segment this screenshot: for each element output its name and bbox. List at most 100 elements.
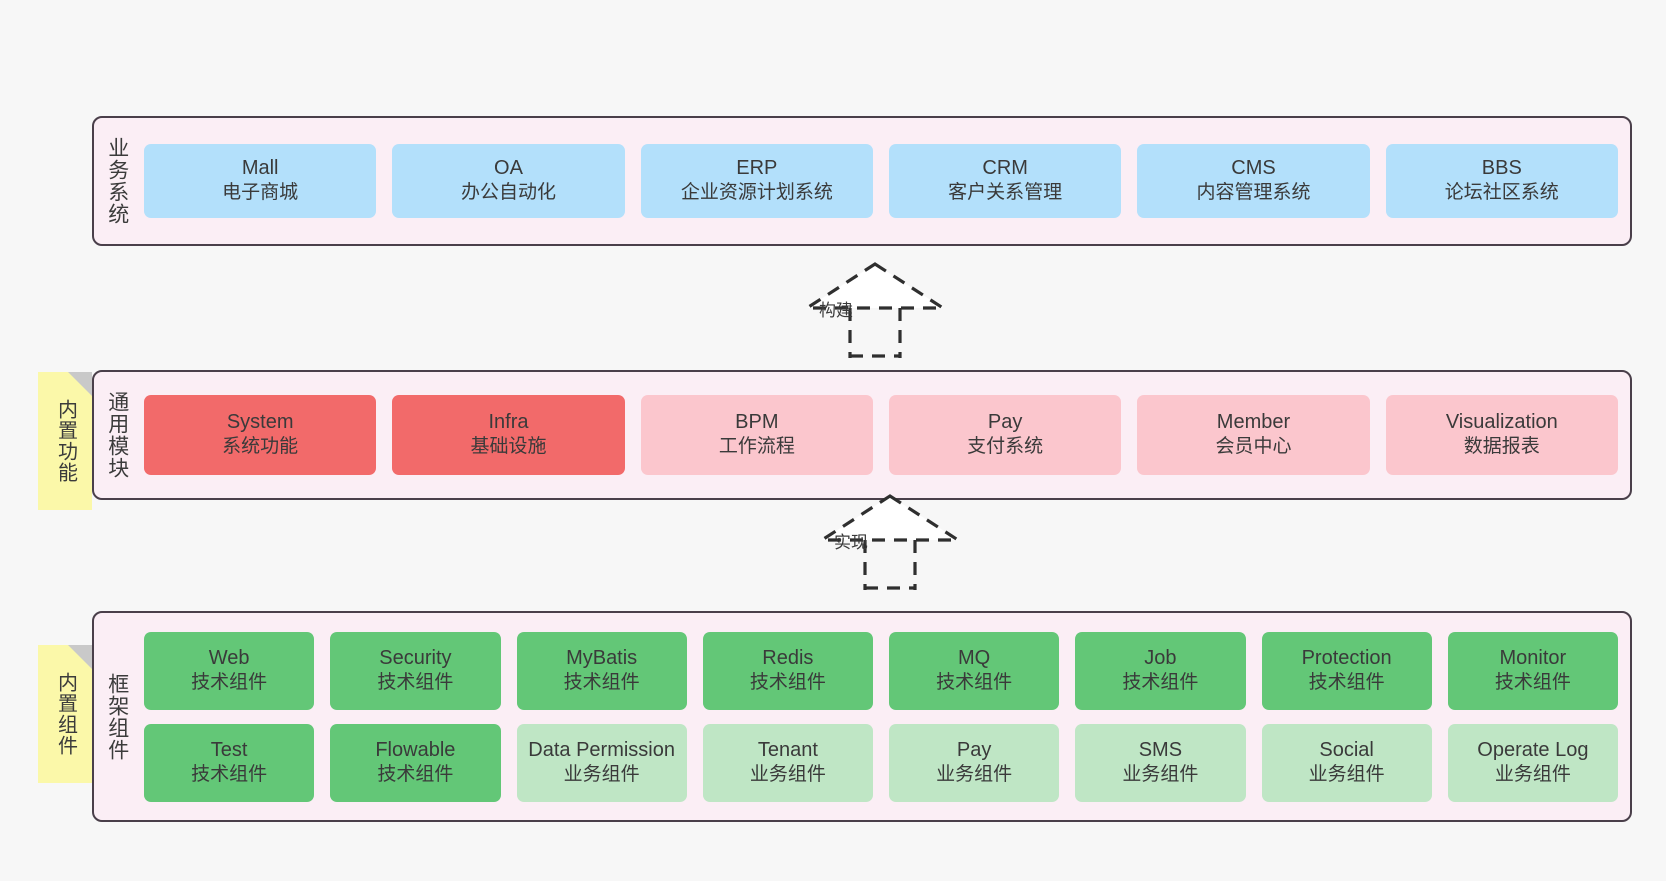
node-label-cn: 技术组件 bbox=[1122, 671, 1199, 693]
node-label-en: Operate Log bbox=[1477, 738, 1589, 761]
node-system[interactable]: System 系统功能 bbox=[144, 395, 377, 475]
node-label-cn: 数据报表 bbox=[1463, 436, 1540, 458]
node-label-en: Pay bbox=[956, 738, 992, 761]
sticky-note-label: 内置功能 bbox=[54, 399, 77, 483]
node-label-en: MyBatis bbox=[566, 646, 638, 669]
node-web[interactable]: Web 技术组件 bbox=[144, 631, 315, 710]
layer-body-framework: Web 技术组件 Security 技术组件 MyBatis 技术组件 Redi… bbox=[140, 613, 1630, 820]
node-job[interactable]: Job 技术组件 bbox=[1075, 631, 1246, 710]
node-label-cn: 论坛社区系统 bbox=[1444, 182, 1559, 204]
connector-implement-arrow-icon bbox=[816, 494, 964, 590]
node-visualization[interactable]: Visualization 数据报表 bbox=[1385, 395, 1618, 475]
node-oa[interactable]: OA 办公自动化 bbox=[392, 144, 625, 218]
connector-implement-label: 实现 bbox=[834, 533, 868, 552]
node-mybatis[interactable]: MyBatis 技术组件 bbox=[516, 631, 687, 710]
framework-node-row-business: Test 技术组件 Flowable 技术组件 Data Permission … bbox=[144, 723, 1618, 802]
node-label-cn: 技术组件 bbox=[377, 763, 454, 785]
connector-implement: 实现 bbox=[810, 490, 970, 590]
node-pay-component[interactable]: Pay 业务组件 bbox=[889, 723, 1060, 802]
sticky-note-builtin-features: 内置功能 bbox=[38, 372, 92, 510]
layer-body-common: System 系统功能 Infra 基础设施 BPM 工作流程 Pay 支付系统… bbox=[140, 372, 1630, 498]
framework-node-row-technical: Web 技术组件 Security 技术组件 MyBatis 技术组件 Redi… bbox=[144, 631, 1618, 710]
node-mq[interactable]: MQ 技术组件 bbox=[889, 631, 1060, 710]
connector-build: 构建 bbox=[795, 258, 955, 358]
node-label-en: ERP bbox=[736, 157, 778, 180]
node-redis[interactable]: Redis 技术组件 bbox=[702, 631, 873, 710]
node-crm[interactable]: CRM 客户关系管理 bbox=[888, 144, 1122, 218]
node-label-en: Data Permission bbox=[528, 738, 675, 761]
node-label-en: Job bbox=[1144, 646, 1177, 669]
node-label-en: Security bbox=[379, 646, 452, 669]
sticky-note-label: 内置组件 bbox=[54, 672, 77, 756]
node-label-cn: 业务组件 bbox=[1122, 763, 1199, 785]
connector-build-arrow-icon bbox=[801, 262, 949, 358]
node-label-cn: 技术组件 bbox=[749, 671, 826, 693]
node-member[interactable]: Member 会员中心 bbox=[1137, 395, 1370, 475]
node-label-en: Protection bbox=[1301, 646, 1392, 669]
node-label-cn: 技术组件 bbox=[563, 671, 640, 693]
node-monitor[interactable]: Monitor 技术组件 bbox=[1447, 631, 1618, 710]
node-label-cn: 技术组件 bbox=[1494, 671, 1571, 693]
node-flowable[interactable]: Flowable 技术组件 bbox=[330, 723, 501, 802]
node-pay-module[interactable]: Pay 支付系统 bbox=[888, 395, 1122, 475]
node-label-en: BBS bbox=[1481, 157, 1522, 180]
node-label-en: Monitor bbox=[1499, 646, 1567, 669]
node-label-cn: 业务组件 bbox=[1494, 763, 1571, 785]
node-label-en: Redis bbox=[762, 646, 814, 669]
node-label-cn: 办公自动化 bbox=[460, 182, 556, 204]
node-label-en: BPM bbox=[735, 411, 779, 434]
layer-title-framework: 框架组件 bbox=[105, 672, 129, 761]
layer-title-business: 业务系统 bbox=[105, 137, 129, 225]
node-label-en: System bbox=[226, 411, 294, 434]
node-data-permission[interactable]: Data Permission 业务组件 bbox=[516, 723, 687, 802]
node-bpm[interactable]: BPM 工作流程 bbox=[640, 395, 873, 475]
business-node-row: Mall 电子商城 OA 办公自动化 ERP 企业资源计划系统 CRM 客户关系… bbox=[144, 144, 1618, 218]
node-label-cn: 基础设施 bbox=[470, 436, 547, 458]
sticky-note-builtin-components: 内置组件 bbox=[38, 645, 92, 783]
node-label-cn: 系统功能 bbox=[222, 436, 299, 458]
node-label-cn: 业务组件 bbox=[563, 763, 640, 785]
node-label-cn: 业务组件 bbox=[1308, 763, 1385, 785]
node-label-en: Social bbox=[1319, 738, 1374, 761]
node-label-cn: 业务组件 bbox=[749, 763, 826, 785]
node-label-en: MQ bbox=[958, 646, 991, 669]
node-label-cn: 技术组件 bbox=[191, 671, 268, 693]
node-label-cn: 内容管理系统 bbox=[1196, 182, 1311, 204]
node-operate-log[interactable]: Operate Log 业务组件 bbox=[1447, 723, 1618, 802]
node-label-en: Mall bbox=[241, 157, 279, 180]
node-test[interactable]: Test 技术组件 bbox=[144, 723, 315, 802]
node-bbs[interactable]: BBS 论坛社区系统 bbox=[1385, 144, 1618, 218]
node-label-cn: 会员中心 bbox=[1215, 436, 1292, 458]
node-label-en: Flowable bbox=[375, 738, 456, 761]
layer-common-modules: 通用模块 System 系统功能 Infra 基础设施 BPM 工作流程 Pay bbox=[92, 370, 1632, 500]
node-label-en: OA bbox=[494, 157, 523, 180]
node-label-cn: 技术组件 bbox=[377, 671, 454, 693]
node-label-cn: 技术组件 bbox=[936, 671, 1013, 693]
node-label-en: CRM bbox=[982, 157, 1028, 180]
node-label-en: Infra bbox=[488, 411, 529, 434]
node-label-cn: 业务组件 bbox=[936, 763, 1013, 785]
node-label-cn: 支付系统 bbox=[967, 436, 1044, 458]
node-cms[interactable]: CMS 内容管理系统 bbox=[1137, 144, 1370, 218]
node-tenant[interactable]: Tenant 业务组件 bbox=[702, 723, 873, 802]
node-sms[interactable]: SMS 业务组件 bbox=[1075, 723, 1246, 802]
layer-body-business: Mall 电子商城 OA 办公自动化 ERP 企业资源计划系统 CRM 客户关系… bbox=[140, 118, 1630, 244]
node-label-cn: 客户关系管理 bbox=[948, 182, 1063, 204]
node-erp[interactable]: ERP 企业资源计划系统 bbox=[640, 144, 873, 218]
node-mall[interactable]: Mall 电子商城 bbox=[144, 144, 377, 218]
node-security[interactable]: Security 技术组件 bbox=[330, 631, 501, 710]
layer-framework-components: 框架组件 Web 技术组件 Security 技术组件 MyBatis 技术组件… bbox=[92, 611, 1632, 822]
node-social[interactable]: Social 业务组件 bbox=[1261, 723, 1432, 802]
node-label-en: SMS bbox=[1138, 738, 1183, 761]
layer-business-systems: 业务系统 Mall 电子商城 OA 办公自动化 ERP 企业资源计划系统 CRM bbox=[92, 116, 1632, 246]
node-infra[interactable]: Infra 基础设施 bbox=[392, 395, 625, 475]
node-label-cn: 技术组件 bbox=[1308, 671, 1385, 693]
node-protection[interactable]: Protection 技术组件 bbox=[1261, 631, 1432, 710]
node-label-en: Test bbox=[210, 738, 248, 761]
node-label-cn: 技术组件 bbox=[191, 763, 268, 785]
layer-title-common: 通用模块 bbox=[105, 391, 129, 479]
node-label-en: Pay bbox=[987, 411, 1023, 434]
common-node-row: System 系统功能 Infra 基础设施 BPM 工作流程 Pay 支付系统… bbox=[144, 395, 1618, 475]
node-label-en: CMS bbox=[1231, 157, 1276, 180]
